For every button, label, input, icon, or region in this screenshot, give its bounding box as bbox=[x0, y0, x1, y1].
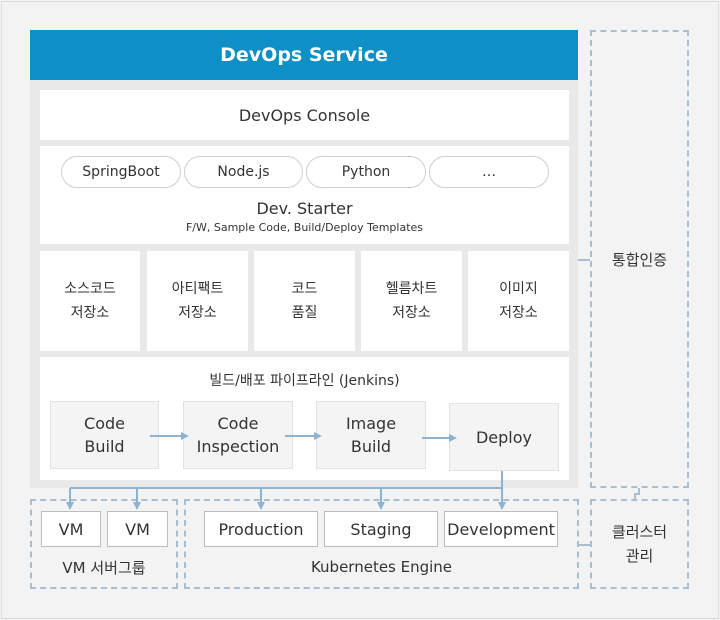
framework-pill-more: … bbox=[429, 156, 549, 188]
devops-console-box: DevOps Console bbox=[40, 90, 569, 140]
kubernetes-engine-label: Kubernetes Engine bbox=[310, 558, 453, 576]
framework-pill-springboot: SpringBoot bbox=[61, 156, 181, 188]
devops-service-title: DevOps Service bbox=[30, 30, 578, 80]
integrated-auth-box: 통합인증 bbox=[590, 30, 689, 488]
deploy-distribution-line bbox=[70, 471, 503, 489]
env-production: Production bbox=[204, 511, 318, 547]
vm-node-1: VM bbox=[41, 511, 101, 547]
vm-group-label: VM 서버그룹 bbox=[62, 558, 146, 577]
framework-pill-nodejs: Node.js bbox=[184, 156, 303, 188]
vm-group-box bbox=[30, 499, 178, 589]
framework-pill-python: Python bbox=[306, 156, 426, 188]
link-auth-cluster bbox=[634, 488, 640, 499]
pipeline-title: 빌드/배포 파이프라인 (Jenkins) bbox=[209, 373, 400, 389]
env-staging: Staging bbox=[324, 511, 438, 547]
dev-starter-title: Dev. Starter bbox=[256, 198, 353, 218]
vm-node-2: VM bbox=[107, 511, 168, 547]
env-development: Development bbox=[444, 511, 558, 547]
step-deploy: Deploy bbox=[449, 403, 559, 471]
dev-starter-subtitle: F/W, Sample Code, Build/Deploy Templates bbox=[185, 220, 424, 234]
